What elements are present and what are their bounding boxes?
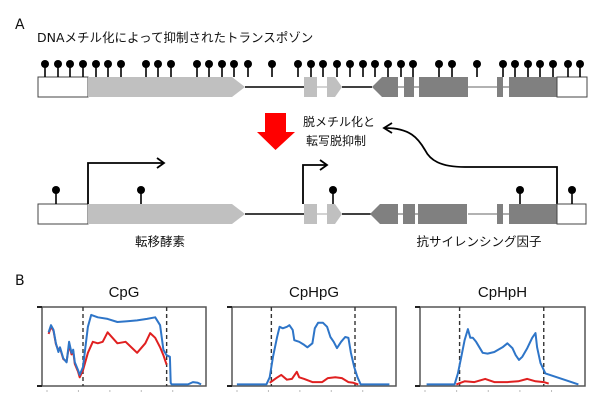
chart-title: CpHpG [289, 284, 339, 301]
methylation-profiles: CpG CpHpG CpHpH [37, 284, 586, 392]
methylation-mark [54, 60, 62, 68]
methylation-mark [205, 60, 213, 68]
methylation-mark [268, 60, 276, 68]
methylation-mark [66, 60, 74, 68]
methylation-mark [409, 60, 417, 68]
arrowhead-icon [382, 122, 393, 134]
antisilencing-gene-start [370, 204, 398, 224]
transposase-gene [88, 77, 245, 97]
methylation-mark [79, 60, 87, 68]
series-ddm1-mutant [455, 377, 549, 386]
exon [509, 204, 557, 224]
ltr-right [556, 76, 588, 98]
methylation-mark [511, 60, 519, 68]
panel-a-letter: A [15, 17, 25, 33]
exon [418, 204, 467, 224]
methylation-mark [244, 60, 252, 68]
methylation-mark [307, 60, 315, 68]
methylation-mark [516, 186, 524, 194]
methylation-mark [448, 60, 456, 68]
methylation-mark [524, 60, 532, 68]
methylation-mark [137, 186, 145, 194]
reactivated-transposon [37, 157, 587, 225]
series-ddm1-mutant [269, 370, 359, 386]
antisilencing-factor-label: 抗サイレンシング因子 [416, 234, 541, 249]
ltr-right [556, 203, 587, 225]
exon [419, 77, 468, 97]
ltr-left [37, 203, 89, 225]
exon [509, 77, 557, 97]
plot-frame [231, 306, 397, 387]
silenced-transposon [37, 60, 588, 98]
methylation-mark [473, 60, 481, 68]
chart-cpg: CpG [37, 284, 207, 392]
methylation-marks-bottom [52, 186, 576, 204]
methylation-mark [319, 60, 327, 68]
methylation-mark [568, 186, 576, 194]
methylation-mark [92, 60, 100, 68]
ltr-left [37, 76, 89, 98]
methylation-mark [346, 60, 354, 68]
chart-cphph: CpHpH [415, 284, 586, 392]
methylation-mark [193, 60, 201, 68]
methylation-mark [359, 60, 367, 68]
arrowhead-icon [319, 159, 329, 171]
exon [404, 77, 414, 97]
chart-title: CpHpH [478, 284, 527, 301]
exon [403, 204, 415, 224]
methylation-mark [294, 60, 302, 68]
methylation-mark [397, 60, 405, 68]
methylation-mark [564, 60, 572, 68]
chart-title: CpG [109, 284, 140, 301]
methylation-mark [41, 60, 49, 68]
methylation-mark [371, 60, 379, 68]
antisilencing-gene-start [372, 77, 398, 97]
series-wild-type [236, 321, 390, 386]
methylation-mark [154, 60, 162, 68]
methylation-mark [117, 60, 125, 68]
transposase-gene [88, 204, 245, 224]
transposase-label: 転移酵素 [135, 234, 185, 249]
chart-cphpg: CpHpG [227, 284, 397, 392]
methylation-mark [435, 60, 443, 68]
exon [497, 204, 503, 224]
exon [497, 77, 503, 97]
down-arrow-icon [257, 113, 295, 150]
methylation-mark [333, 60, 341, 68]
series-wild-type [47, 313, 202, 386]
methylation-mark [329, 186, 337, 194]
methylation-mark [142, 60, 150, 68]
panel-a-title: DNAメチル化によって抑制されたトランスポゾン [37, 30, 313, 45]
methylation-marks-top [41, 60, 584, 77]
series-wild-type [426, 328, 579, 386]
exon [304, 204, 317, 224]
methylation-mark [230, 60, 238, 68]
exon [304, 77, 317, 97]
methylation-mark [218, 60, 226, 68]
methylation-mark [536, 60, 544, 68]
methylation-mark [52, 186, 60, 194]
methylation-mark [576, 60, 584, 68]
methylation-mark [549, 60, 557, 68]
transition-label-line1: 脱メチル化と [303, 114, 375, 129]
transcription-arrow-transposase [87, 162, 163, 204]
methylation-mark [384, 60, 392, 68]
panel-b-letter: B [15, 273, 25, 289]
methylation-mark [499, 60, 507, 68]
arrowhead-icon [156, 157, 166, 169]
series-ddm1-mutant [47, 325, 168, 379]
exon-arrow [327, 77, 342, 97]
transition-label-line2: 転写脱抑制 [306, 133, 366, 148]
methylation-mark [104, 60, 112, 68]
feedback-arrow [384, 127, 558, 205]
methylation-mark [167, 60, 175, 68]
transcription-arrow-small [302, 164, 326, 204]
plot-frame [41, 306, 207, 387]
exon-arrow [327, 204, 342, 224]
plot-frame [419, 306, 586, 387]
